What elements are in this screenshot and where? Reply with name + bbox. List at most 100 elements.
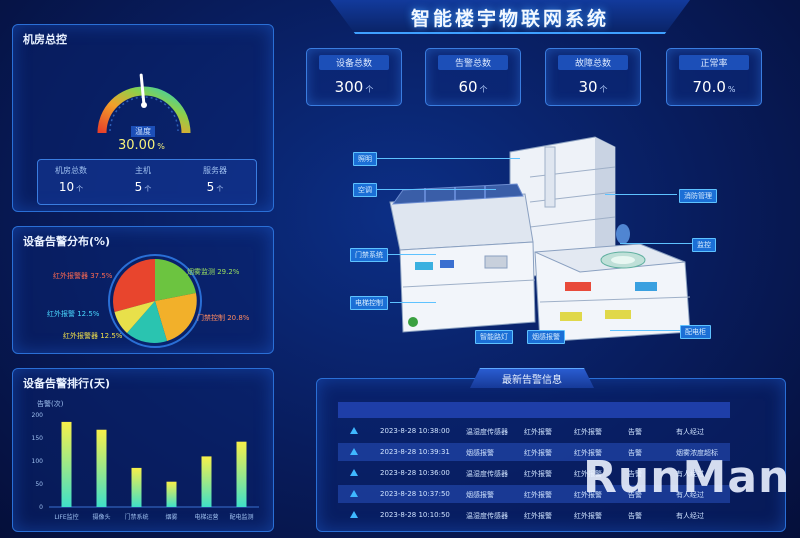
x-tick-label: 门禁系统 bbox=[124, 513, 148, 521]
pie-label: 红外报警 12.5% bbox=[47, 310, 100, 318]
alarm-time: 2023-8-28 10:10:50 bbox=[380, 511, 450, 519]
callout-line bbox=[610, 330, 680, 331]
pie-label: 烟雾监测 29.2% bbox=[187, 268, 240, 276]
x-tick-label: 配电监测 bbox=[229, 513, 253, 521]
gauge-value-number: 30.00 bbox=[118, 138, 156, 153]
alarm-level: 红外报警 bbox=[574, 470, 602, 478]
callout-access[interactable]: 门禁系统 bbox=[350, 248, 388, 262]
bar-1[interactable] bbox=[96, 429, 107, 507]
alarm-handler: 烟雾浓度超标 bbox=[676, 449, 718, 457]
alarm-level: 红外报警 bbox=[574, 449, 602, 457]
callout-line bbox=[620, 243, 692, 244]
callout-fire[interactable]: 消防管理 bbox=[679, 189, 717, 203]
alarm-handler: 有人经过 bbox=[676, 428, 704, 436]
bar-chart-ylabel: 告警(次) bbox=[37, 400, 64, 408]
stat-card-normal-rate[interactable]: 正常率 70.0% bbox=[666, 48, 762, 106]
alarm-level: 红外报警 bbox=[574, 491, 602, 499]
alarm-table-header bbox=[338, 402, 730, 418]
bar-4[interactable] bbox=[201, 456, 212, 507]
alarm-type: 红外报警 bbox=[524, 491, 552, 499]
temperature-gauge bbox=[97, 73, 191, 134]
gauge-value-unit: % bbox=[157, 142, 165, 151]
building-illustration bbox=[389, 136, 691, 343]
alarm-time: 2023-8-28 10:36:00 bbox=[380, 469, 450, 477]
alarm-type: 红外报警 bbox=[524, 512, 552, 520]
alarm-level: 红外报警 bbox=[574, 428, 602, 436]
alarm-pie-chart bbox=[108, 254, 202, 348]
page-title: 智能楼宇物联网系统 bbox=[410, 8, 609, 30]
callout-streetlight[interactable]: 智能路灯 bbox=[475, 330, 513, 344]
pie-label: 门禁控制 20.8% bbox=[197, 314, 250, 322]
alarm-triangle-icon bbox=[350, 469, 358, 476]
callout-line bbox=[390, 302, 436, 303]
callout-smoke[interactable]: 烟感报警 bbox=[527, 330, 565, 344]
alarm-device: 温湿度传感器 bbox=[466, 512, 508, 520]
x-tick-label: 电梯运营 bbox=[194, 513, 218, 521]
alarm-handler: 有人经过 bbox=[676, 512, 704, 520]
alarm-time: 2023-8-28 10:38:00 bbox=[380, 427, 450, 435]
x-tick-label: 烟雾 bbox=[165, 513, 177, 521]
alarm-status: 告警 bbox=[628, 428, 642, 436]
x-tick-label: 摄像头 bbox=[92, 513, 110, 521]
gauge-needle bbox=[139, 73, 146, 107]
alarm-handler: 有人经过 bbox=[676, 470, 704, 478]
bar-0[interactable] bbox=[61, 421, 72, 507]
alarm-handler: 有人经过 bbox=[676, 491, 704, 499]
alarm-status: 告警 bbox=[628, 512, 642, 520]
callout-elevator[interactable]: 电梯控制 bbox=[350, 296, 388, 310]
alarm-device: 温湿度传感器 bbox=[466, 428, 508, 436]
y-tick-label: 50 bbox=[35, 481, 43, 488]
y-tick-label: 100 bbox=[32, 458, 44, 465]
alarm-bar-chart: 050100150200LIFE监控摄像头门禁系统烟雾电梯运营配电监测 bbox=[32, 412, 259, 521]
pie-slice-teal bbox=[127, 301, 167, 343]
machine-room-title: 机房总控 bbox=[23, 33, 67, 46]
callout-power[interactable]: 配电柜 bbox=[680, 325, 711, 339]
pie-slice-yellow bbox=[114, 301, 155, 333]
stat-card-label: 故障总数 bbox=[558, 55, 628, 70]
callout-line bbox=[374, 158, 520, 159]
y-tick-label: 150 bbox=[32, 435, 44, 442]
x-tick-label: LIFE监控 bbox=[54, 513, 78, 521]
pie-slice-red bbox=[113, 259, 155, 312]
pie-label: 红外报警器 12.5% bbox=[63, 332, 123, 340]
alarm-distribution-panel: 设备告警分布(%) 红外报警器 37.5% 烟雾监测 29.2% 红外报警 12… bbox=[12, 226, 274, 354]
watermark-logo: RunMan bbox=[583, 452, 791, 503]
bar-5[interactable] bbox=[236, 441, 247, 507]
alarm-status: 告警 bbox=[628, 491, 642, 499]
header-bar bbox=[330, 0, 690, 34]
callout-monitor[interactable]: 监控 bbox=[692, 238, 716, 252]
bar-2[interactable] bbox=[131, 467, 142, 507]
pie-label: 红外报警器 37.5% bbox=[53, 272, 113, 280]
callout-lighting[interactable]: 照明 bbox=[353, 152, 377, 166]
alarm-triangle-icon bbox=[350, 427, 358, 434]
alarm-ranking-title: 设备告警排行(天) bbox=[23, 377, 111, 390]
stat-card-label: 告警总数 bbox=[438, 55, 508, 70]
alarm-type: 红外报警 bbox=[524, 449, 552, 457]
gauge-label: 温度 bbox=[131, 126, 155, 137]
alarm-status: 告警 bbox=[628, 449, 642, 457]
stat-card-value: 70.0% bbox=[692, 78, 736, 96]
stat-card-label: 设备总数 bbox=[319, 55, 389, 70]
mini-stat-label: 机房总数 bbox=[55, 166, 87, 175]
callout-ac[interactable]: 空调 bbox=[353, 183, 377, 197]
alarm-device: 烟感报警 bbox=[466, 449, 494, 457]
bar-3[interactable] bbox=[166, 481, 177, 507]
alarm-device: 温湿度传感器 bbox=[466, 470, 508, 478]
